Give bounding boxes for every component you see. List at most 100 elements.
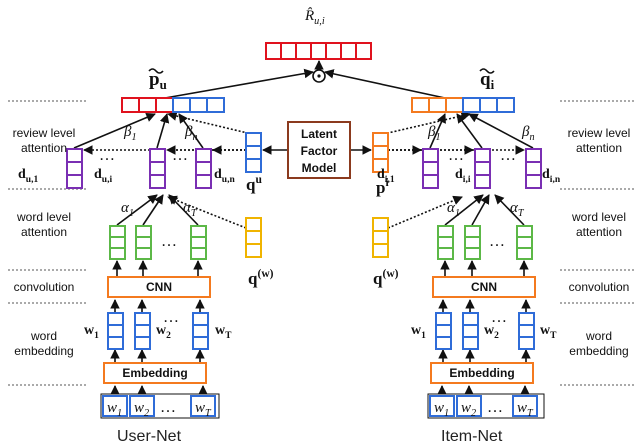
item-d-vector-1 [422, 148, 439, 189]
item-conv-vector-1 [437, 225, 454, 260]
output-vector [265, 42, 372, 60]
item-d-vector-3-cell [525, 174, 542, 189]
item-net-title: Item-Net [441, 428, 503, 445]
item-conv-vector-3-cell [516, 247, 533, 260]
edges [73, 60, 534, 395]
item-qw-vector [372, 217, 389, 258]
user-q-u-vector [245, 132, 262, 173]
item-embed-vector-1 [435, 312, 452, 350]
user-d-vector-3-cell [195, 174, 212, 189]
item-input-word-box-2 [456, 395, 482, 417]
user-input-word-label-2: w2 [134, 400, 149, 419]
user-input-word-label-1: w1 [107, 400, 122, 419]
user-input-ellipsis: … [160, 399, 176, 416]
user-embed-vector-2-cell [134, 324, 151, 338]
output-vector-cell [310, 42, 327, 60]
user-combined-cell [172, 97, 191, 113]
user-d-vector-2-cell [149, 174, 166, 189]
item-combined-cell [479, 97, 498, 113]
item-alpha-1: α1 [447, 200, 460, 219]
user-embed-vector-1-cell [107, 336, 124, 350]
item-embed-vector-2-cell [462, 324, 479, 338]
label-convolution-left: convolution [13, 280, 75, 294]
item-conv-vector-1-cell [437, 236, 454, 249]
item-beta-2: βn [521, 124, 535, 143]
user-conv-vector-3 [190, 225, 207, 260]
user-w-vec-label-2: w2 [156, 323, 171, 341]
item-embed-ellipsis: … [491, 309, 507, 326]
user-conv-vector-1 [109, 225, 126, 260]
user-conv-vector-3-cell [190, 225, 207, 238]
user-embed-vector-3-cell [192, 324, 209, 338]
user-input-sequence-frame [100, 393, 220, 419]
item-p-i-vector [372, 132, 389, 173]
item-conv-vector-1-cell [437, 247, 454, 260]
item-conv-vector-2-cell [464, 247, 481, 260]
user-embed-vector-2-cell [134, 312, 151, 326]
user-qw-vector-cell [245, 217, 262, 232]
output-vector-cell [295, 42, 312, 60]
user-edge-conv-1-to-d [116, 194, 158, 226]
item-input-word-label-3: wT [517, 400, 534, 419]
user-d-vector-2-cell [149, 148, 166, 163]
item-input-word-box-3 [512, 395, 538, 417]
user-conv-ellipsis: … [161, 233, 177, 250]
item-d-vector-3 [525, 148, 542, 189]
user-edge-conv-2-to-d [142, 194, 164, 226]
item-d-vector-2-cell [474, 174, 491, 189]
user-beta-1: β1 [123, 124, 137, 143]
item-d-vector-3-cell [525, 161, 542, 176]
user-cnn-box: CNN [107, 276, 211, 298]
item-d-vector-1-cell [422, 174, 439, 189]
item-d-ellipsis-1: … [448, 147, 464, 164]
item-embed-vector-2-cell [462, 336, 479, 350]
item-conv-vector-2-cell [464, 236, 481, 249]
user-embed-vector-2 [134, 312, 151, 350]
output-vector-cell [265, 42, 282, 60]
user-qw-vector-cell [245, 230, 262, 245]
user-conv-vector-2-cell [135, 236, 152, 249]
user-combined-cell [189, 97, 208, 113]
item-input-word-box-1 [429, 395, 455, 417]
user-combined-vector [121, 97, 225, 113]
output-vector-cell [340, 42, 357, 60]
user-d-label-2: du,i [94, 167, 112, 185]
user-edge-qw-to-att [167, 195, 247, 229]
user-q-u-vector-cell [245, 132, 262, 147]
user-d-label-3: du,n [214, 167, 235, 185]
item-d-vector-1-cell [422, 161, 439, 176]
user-beta-2: βn [184, 124, 198, 143]
user-d-vector-3-cell [195, 148, 212, 163]
item-qw-vector-cell [372, 230, 389, 245]
edge-user-to-dot [164, 68, 314, 99]
user-tilde-mark [148, 68, 164, 74]
user-d-vector-1 [66, 148, 83, 189]
user-embed-vector-3 [192, 312, 209, 350]
user-combined-cell [138, 97, 157, 113]
item-conv-vector-1-cell [437, 225, 454, 238]
user-conv-vector-3-cell [190, 247, 207, 260]
user-embed-vector-1-cell [107, 312, 124, 326]
dot-product-center [317, 74, 321, 78]
user-d-vector-1-cell [66, 161, 83, 176]
item-input-word-label-1: w1 [434, 400, 449, 419]
user-d-ellipsis-2: … [172, 147, 188, 164]
user-input-word-box-1 [102, 395, 128, 417]
item-conv-vector-3 [516, 225, 533, 260]
user-embed-vector-3-cell [192, 336, 209, 350]
item-combined-cell [496, 97, 515, 113]
user-d-ellipsis-1: … [99, 147, 115, 164]
user-w-vec-label-1: w1 [84, 323, 99, 341]
item-d-vector-3-cell [525, 148, 542, 163]
item-combined-cell [462, 97, 481, 113]
item-w-vec-label-3: wT [540, 323, 557, 341]
user-d-vector-3 [195, 148, 212, 189]
user-d-vector-2-cell [149, 161, 166, 176]
item-qw-vector-cell [372, 243, 389, 258]
user-edge-d-2-to-top [156, 113, 170, 149]
item-embed-vector-3-cell [518, 312, 535, 326]
